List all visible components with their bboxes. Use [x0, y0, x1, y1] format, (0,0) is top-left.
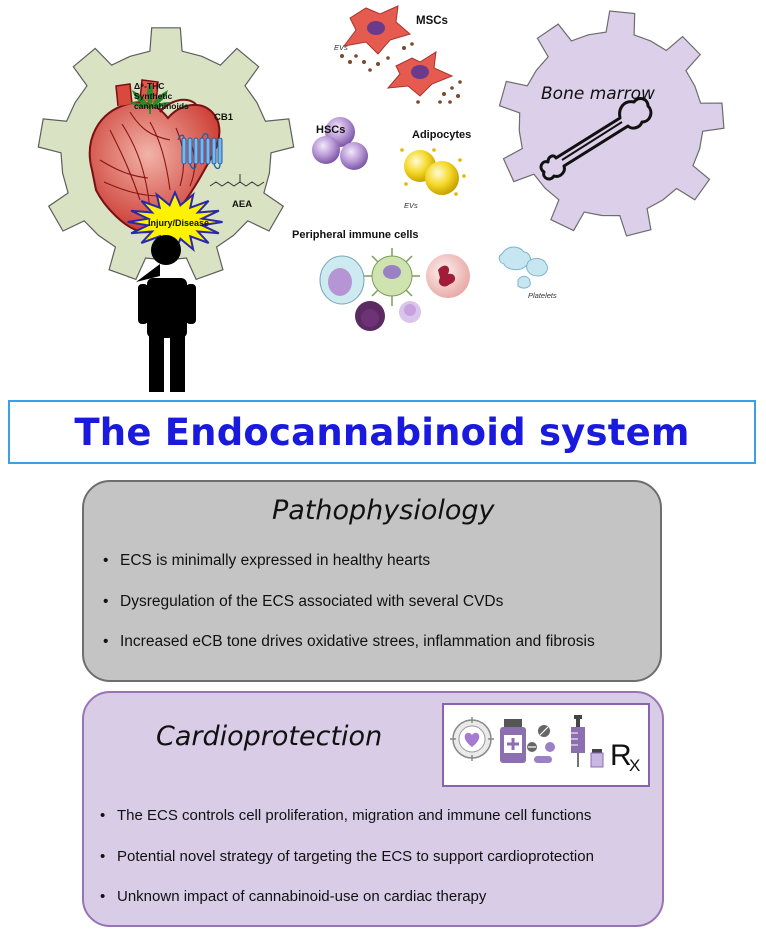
cardioprotection-bullet-3: Unknown impact of cannabinoid-use on car… [100, 888, 594, 929]
cardioprotection-heading: Cardioprotection [156, 721, 383, 752]
person-icon [136, 235, 196, 392]
rx-subscript: X [629, 756, 640, 775]
medication-icons: R X [450, 715, 640, 775]
cardioprotection-bullet-1: The ECS controls cell proliferation, mig… [100, 807, 594, 848]
aea-label: AEA [232, 199, 252, 210]
bone-marrow-label: Bone marrow [541, 84, 655, 104]
cb1-receptor-icon [177, 132, 223, 170]
heart-target-icon [450, 717, 494, 761]
platelets-label: Platelets [528, 291, 557, 300]
syringe-icon [571, 715, 585, 767]
mscs-label: MSCs [416, 15, 448, 27]
bone-icon [539, 97, 653, 181]
pathophysiology-bullet-list: ECS is minimally expressed in healthy he… [103, 552, 595, 674]
mscs-evs-dots [340, 42, 462, 104]
immune-cells-icon [319, 248, 470, 331]
vial-icon [590, 749, 604, 768]
pathophysiology-bullet-1: ECS is minimally expressed in healthy he… [103, 552, 595, 593]
cardioprotection-bullet-list: The ECS controls cell proliferation, mig… [100, 807, 594, 929]
adipocyte-cell-icon [400, 148, 466, 196]
medicine-bottle-icon [500, 719, 526, 763]
cardioprotection-bullet-2: Potential novel strategy of targeting th… [100, 848, 594, 889]
rx-symbol-icon: R X [610, 739, 640, 775]
aea-molecule-icon [209, 174, 265, 187]
thc-label-line2: Synthetic [134, 91, 173, 101]
rx-letter: R [610, 739, 632, 772]
page-title: The Endocannabinoid system [74, 410, 690, 454]
adipocytes-evs-label: EVs [404, 201, 418, 210]
thc-label-line3: cannabinoids [134, 101, 189, 111]
pathophysiology-bullet-3: Increased eCB tone drives oxidative stre… [103, 633, 595, 674]
platelets-icon [498, 246, 549, 289]
cannabis-leaf-icon [130, 82, 170, 114]
title-box: The Endocannabinoid system [8, 400, 756, 464]
injury-starburst [127, 189, 223, 255]
msc-cell-icon [342, 5, 454, 97]
hsc-cell-icon [312, 117, 368, 170]
cardioprotection-panel: Cardioprotection [82, 691, 664, 927]
pills-icon [527, 725, 555, 763]
mscs-evs-label: EVs [334, 43, 348, 52]
pathophysiology-panel: Pathophysiology ECS is minimally express… [82, 480, 662, 682]
medication-icons-box: R X [442, 703, 650, 787]
injury-label: Injury/Disease [148, 218, 209, 228]
immune-label: Peripheral immune cells [292, 229, 419, 241]
cb1-label: CB1 [214, 112, 234, 123]
adipocytes-label: Adipocytes [412, 129, 471, 141]
pathophysiology-heading: Pathophysiology [272, 495, 495, 526]
illustration: Δ⁹-THC Synthetic cannabinoids CB1 AEA In… [37, 5, 725, 392]
hscs-label: HSCs [316, 124, 345, 136]
pathophysiology-bullet-2: Dysregulation of the ECS associated with… [103, 593, 595, 634]
thc-label-line1: Δ⁹-THC [134, 81, 164, 91]
